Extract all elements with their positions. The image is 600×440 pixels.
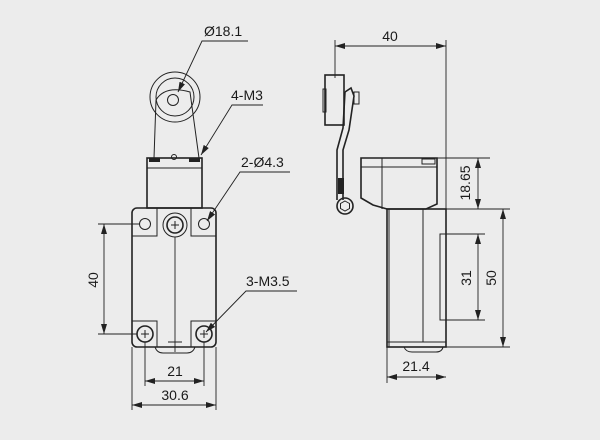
terminal-screws-label: 3-M3.5: [246, 273, 290, 289]
hole-spacing-horizontal-label: 21: [167, 363, 183, 379]
pivot: [336, 197, 354, 215]
head-screws-label: 4-M3: [231, 87, 263, 103]
front-view: Ø18.1 4-M3 2-Ø4.3 3-M3.5 40 21 30.6: [85, 23, 297, 410]
switch-body-side: [386, 208, 447, 353]
roller-side: [322, 74, 345, 126]
body-width-label: 30.6: [161, 387, 188, 403]
mount-holes-label: 2-Ø4.3: [241, 154, 284, 170]
roller: [149, 71, 201, 123]
lever-arm: [153, 89, 200, 159]
roller-diameter-label: Ø18.1: [204, 23, 242, 39]
side-view: 40 18.65 50 31 21.4: [322, 28, 510, 383]
hole-spacing-vertical-label: 40: [85, 272, 101, 288]
switch-body: [131, 207, 217, 354]
overall-depth-label: 40: [382, 28, 398, 44]
head-block-side: [360, 157, 438, 210]
mount-hole-icon: [198, 218, 210, 230]
cover-height-label: 31: [458, 270, 474, 286]
body-height-label: 50: [483, 270, 499, 286]
lever-arm-side: [336, 86, 355, 200]
mount-hole-icon: [139, 218, 151, 230]
head-height-label: 18.65: [457, 165, 473, 200]
body-depth-label: 21.4: [402, 358, 429, 374]
head-block: [146, 154, 203, 209]
